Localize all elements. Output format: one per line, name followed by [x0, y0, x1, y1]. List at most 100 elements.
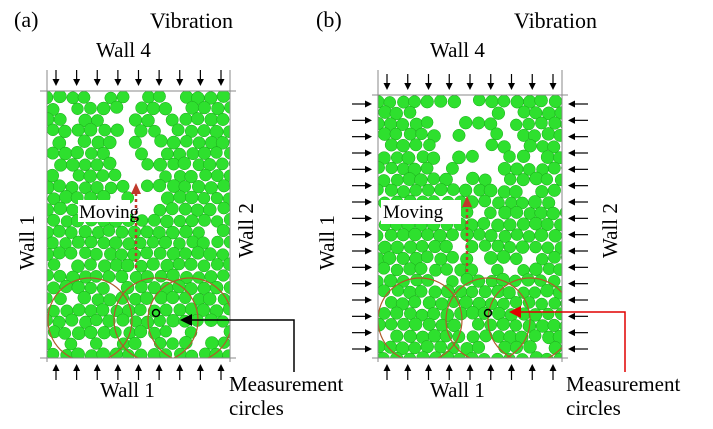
particle	[396, 138, 410, 153]
panel-b-moving-label-bg	[381, 200, 461, 224]
particle	[141, 158, 154, 171]
particle	[540, 217, 554, 232]
particle	[389, 106, 403, 121]
particle	[439, 239, 453, 254]
right-arrow-head	[568, 345, 575, 353]
panel-b-pointer-arrowhead	[509, 306, 521, 318]
particle	[522, 296, 536, 309]
particle	[510, 118, 523, 131]
particle	[89, 270, 103, 283]
particle	[447, 95, 462, 109]
particle	[547, 183, 561, 197]
right-arrow-head	[568, 133, 575, 141]
panel-b-pointer-line	[518, 311, 626, 372]
particle	[153, 246, 167, 260]
panel-b: (b) Vibration Wall 4 Moving Wall 1 Wall …	[315, 7, 680, 420]
particle	[384, 183, 398, 197]
particle	[128, 135, 142, 149]
particle	[103, 135, 117, 150]
particle	[528, 195, 542, 209]
particle	[199, 168, 212, 182]
left-arrow-head	[365, 214, 372, 222]
particle	[446, 183, 460, 196]
right-arrow-head	[568, 312, 575, 320]
particle	[478, 239, 492, 252]
bottom-arrow-head	[425, 364, 432, 371]
panel-a-pointer-arrowhead	[180, 314, 192, 326]
particle	[503, 241, 517, 254]
particle	[154, 134, 168, 148]
particle	[166, 135, 181, 150]
particle	[53, 112, 67, 126]
particle	[198, 213, 211, 227]
particle	[159, 303, 173, 317]
particle	[47, 347, 60, 358]
particle	[216, 113, 230, 126]
right-arrow-head	[568, 329, 575, 337]
particle	[465, 285, 479, 299]
particle	[58, 124, 72, 139]
particle	[222, 349, 230, 358]
particle	[97, 236, 111, 250]
particle	[509, 185, 523, 199]
right-arrow-head	[568, 198, 575, 206]
bottom-arrow-head	[487, 364, 495, 371]
particle	[477, 217, 491, 230]
particle	[141, 113, 155, 128]
panel-a-measurement-label-1: Measurement	[229, 372, 343, 396]
particle	[158, 235, 173, 250]
panel-b-measurement-label-1: Measurement	[566, 372, 680, 396]
particle	[529, 262, 543, 277]
particle	[47, 213, 61, 227]
particle	[52, 224, 66, 238]
particle	[128, 225, 142, 239]
particle	[173, 237, 186, 250]
left-arrow-head	[365, 345, 372, 353]
particle	[465, 240, 479, 254]
particle	[378, 127, 392, 141]
particle	[90, 313, 103, 327]
particle	[47, 292, 53, 305]
particle	[466, 330, 480, 344]
bottom-arrow-head	[217, 364, 225, 371]
left-arrow-head	[365, 133, 372, 141]
particle	[47, 168, 60, 183]
particle	[428, 239, 442, 254]
particle	[54, 292, 67, 306]
right-arrow-head	[568, 149, 575, 157]
particle	[184, 257, 198, 271]
particle	[228, 182, 230, 190]
particle	[228, 159, 230, 168]
particle	[58, 327, 72, 340]
panel-a-moving-arrowhead	[131, 183, 141, 194]
right-arrow-head	[568, 182, 575, 190]
particle	[139, 291, 154, 305]
particle	[547, 140, 561, 154]
particle	[166, 313, 180, 328]
particle	[59, 190, 73, 204]
particle	[491, 106, 506, 120]
particle	[47, 123, 60, 137]
left-arrow-head	[365, 165, 372, 173]
top-arrow-head	[445, 83, 453, 90]
particle	[115, 270, 129, 284]
particle	[516, 149, 531, 163]
particle	[535, 297, 548, 311]
bottom-arrow-head	[528, 364, 536, 371]
particle	[191, 112, 205, 126]
particle	[472, 95, 486, 107]
bottom-arrow-head	[93, 364, 101, 371]
top-arrow-head	[508, 83, 515, 90]
particle	[184, 169, 198, 184]
particle	[215, 157, 229, 171]
particle	[47, 180, 55, 195]
particle	[215, 136, 230, 150]
particle	[521, 273, 535, 287]
particle	[515, 240, 530, 254]
particle	[115, 225, 129, 239]
particle	[517, 105, 531, 119]
particle	[66, 91, 80, 105]
particle	[541, 127, 556, 141]
particle	[224, 101, 230, 114]
particle	[484, 206, 497, 220]
